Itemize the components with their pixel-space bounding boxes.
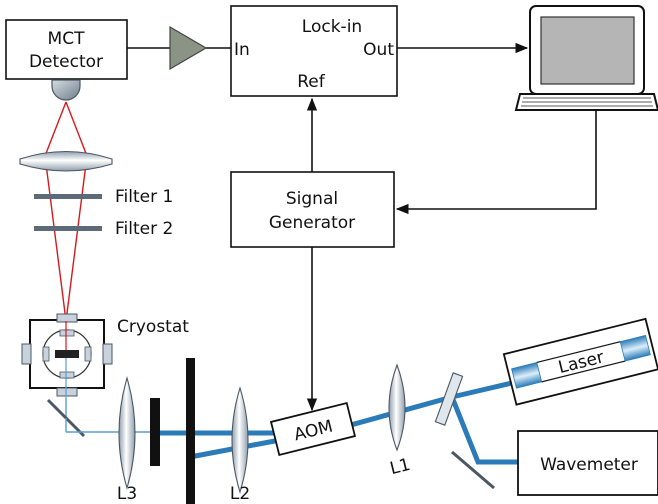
lens-l2-label: L2 [230,484,250,504]
signal-generator: Signal Generator [230,171,395,248]
mct-detector-box [5,19,128,80]
lens-l3-label: L3 [117,484,137,504]
ir-beam [44,101,88,322]
aom: AOM [269,401,357,457]
filter-1-label: Filter 1 [115,187,173,207]
filter-2-label: Filter 2 [115,219,173,239]
beam-block [150,398,160,466]
lock-in-amplifier: Lock-in In Out Ref [230,5,398,97]
wavemeter-box [517,430,658,496]
cryostat-label: Cryostat [117,317,189,337]
lock-in-title: Lock-in [302,17,362,37]
lock-in-output-label: Out [363,40,394,60]
laser: Laser [502,317,658,406]
lock-in-ref-label: Ref [297,72,326,92]
wavemeter-mirror [451,450,495,490]
lock-in-input-label: In [234,40,250,60]
aom-box [269,401,357,457]
mct-detector-label-line1: MCT [48,29,86,49]
sample [55,350,79,358]
computer-monitor-icon [514,5,658,111]
signal-generator-label-line1: Signal [286,189,338,209]
signal-generator-label-line2: Generator [269,213,355,233]
iris-slit [186,358,195,504]
wavemeter-label: Wavemeter [540,455,638,475]
signal-generator-box [230,171,395,248]
amplifier-triangle-icon [169,25,208,71]
lens-l3 [118,376,136,490]
beam-splitter [434,372,464,426]
lens-l1 [388,363,406,452]
wavemeter: Wavemeter [517,430,658,496]
computer-to-signal-generator-arrow [395,110,597,215]
laser-body [502,317,658,406]
lens-l2 [231,386,249,494]
lens-l1-label: L1 [388,455,413,479]
lock-in-box [230,5,398,97]
detector-dome-icon [51,79,81,101]
filter-1 [34,194,102,199]
collection-lens [19,150,113,172]
filter-2 [34,226,102,231]
mct-detector-label-line2: Detector [29,52,103,72]
mct-detector: MCT Detector [5,19,128,101]
cryostat [21,313,113,398]
